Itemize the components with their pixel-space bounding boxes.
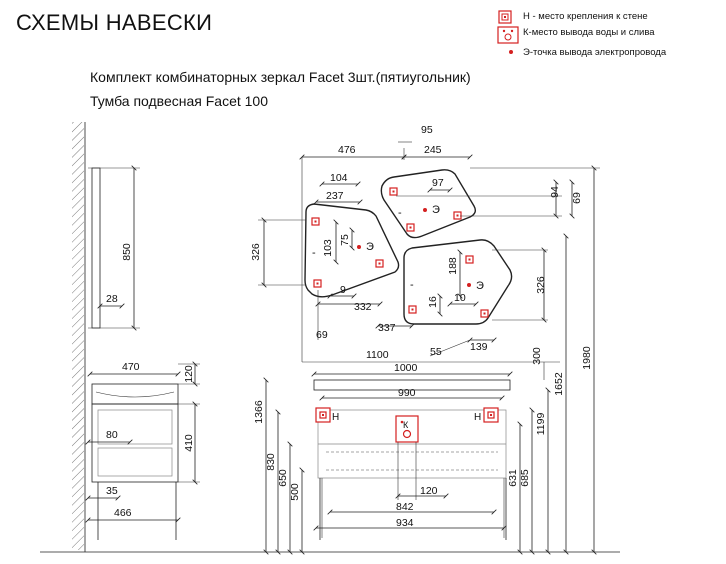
- dim-120-cab: 120: [420, 485, 438, 497]
- dim-55: 55: [430, 346, 442, 358]
- dim-466: 466: [114, 507, 132, 519]
- mirror-top: [380, 169, 477, 239]
- power-point-3: [467, 283, 471, 287]
- power-point-2: [423, 208, 427, 212]
- dim-75: 75: [339, 234, 351, 246]
- legend-item-water: К-место вывода воды и слива: [497, 26, 655, 48]
- power-point-icon: [509, 50, 513, 54]
- dim-842: 842: [396, 501, 414, 513]
- page-title: СХЕМЫ НАВЕСКИ: [16, 10, 213, 35]
- dim-934: 934: [396, 517, 414, 529]
- dim-476: 476: [338, 144, 356, 156]
- dim-80: 80: [106, 429, 118, 441]
- dim-1100: 1100: [366, 349, 389, 361]
- dim-120-side: 120: [183, 365, 195, 383]
- legend-item-mount: Н - место крепления к стене: [497, 10, 648, 28]
- subtitle-cabinet: Тумба подвесная Facet 100: [90, 93, 268, 109]
- mirror-mount-markers: [311, 187, 489, 318]
- dim-104: 104: [330, 172, 348, 184]
- dim-685: 685: [519, 469, 531, 487]
- dim-326-left: 326: [250, 243, 262, 261]
- dim-9: 9: [340, 284, 346, 296]
- dim-1980: 1980: [581, 346, 593, 370]
- label-e-1: Э: [366, 241, 374, 253]
- dim-139: 139: [470, 341, 488, 353]
- dim-631: 631: [507, 469, 519, 487]
- dim-35: 35: [106, 485, 118, 497]
- dim-650: 650: [277, 469, 289, 487]
- dim-245: 245: [424, 144, 442, 156]
- mirrors-front-view: 476 245 95 Э Э Э - - -: [250, 124, 583, 363]
- dim-300: 300: [531, 347, 543, 365]
- label-e-2: Э: [432, 204, 440, 216]
- dim-410: 410: [183, 434, 195, 452]
- legend-item-power: Э-точка вывода электропровода: [497, 46, 666, 62]
- dim-69-top: 69: [571, 192, 583, 204]
- dim-237: 237: [326, 190, 344, 202]
- dim-16: 16: [427, 296, 439, 308]
- dim-990: 990: [398, 387, 416, 399]
- label-n-left: Н: [332, 412, 339, 423]
- label-e-3: Э: [476, 280, 484, 292]
- water-outlet-icon: [497, 26, 519, 44]
- dim-1199: 1199: [535, 413, 547, 436]
- mirror-side-profile: [91, 167, 101, 329]
- side-view: 850 28 470 120 410 80 35 466: [72, 122, 200, 552]
- label-dash-3: -: [410, 279, 414, 291]
- legend-power-text: Э-точка вывода электропровода: [523, 47, 667, 58]
- dim-69-bottom: 69: [316, 329, 328, 341]
- dim-326-right: 326: [535, 276, 547, 294]
- dim-94: 94: [549, 186, 561, 198]
- mirror-right: [403, 239, 513, 325]
- cabinet-body-profile: [91, 403, 179, 483]
- dim-97: 97: [432, 177, 444, 189]
- dim-1000: 1000: [394, 362, 418, 374]
- dim-332: 332: [354, 301, 372, 313]
- legend-water-text: К-место вывода воды и слива: [523, 27, 655, 38]
- dim-470: 470: [122, 361, 140, 373]
- height-dimensions: 1366 830 650 500 631 685 300 1199 1652 1…: [253, 168, 600, 552]
- label-dash-1: -: [312, 247, 316, 259]
- dim-830: 830: [265, 453, 277, 471]
- dim-1366: 1366: [253, 400, 265, 424]
- wall-hatch: [72, 122, 84, 550]
- dim-850: 850: [121, 243, 133, 261]
- label-dash-2: -: [398, 207, 402, 219]
- cabinet-top: [313, 379, 511, 391]
- dim-103: 103: [322, 239, 334, 257]
- dim-1652: 1652: [553, 372, 565, 396]
- label-n-right: Н: [474, 412, 481, 423]
- cabinet-front-view: 1000 990 Н Н К 120 842 934: [40, 362, 620, 553]
- dim-95: 95: [421, 124, 433, 136]
- label-k: К: [403, 420, 409, 430]
- dim-337: 337: [378, 322, 396, 334]
- dim-10: 10: [454, 292, 466, 304]
- power-point-1: [357, 245, 361, 249]
- mount-point-icon: [498, 10, 512, 24]
- legend-mount-text: Н - место крепления к стене: [523, 11, 648, 22]
- dim-28: 28: [106, 293, 118, 305]
- dim-500: 500: [289, 483, 301, 501]
- subtitle-mirrors: Комплект комбинаторных зеркал Facet 3шт.…: [90, 69, 471, 85]
- dim-188: 188: [447, 257, 459, 275]
